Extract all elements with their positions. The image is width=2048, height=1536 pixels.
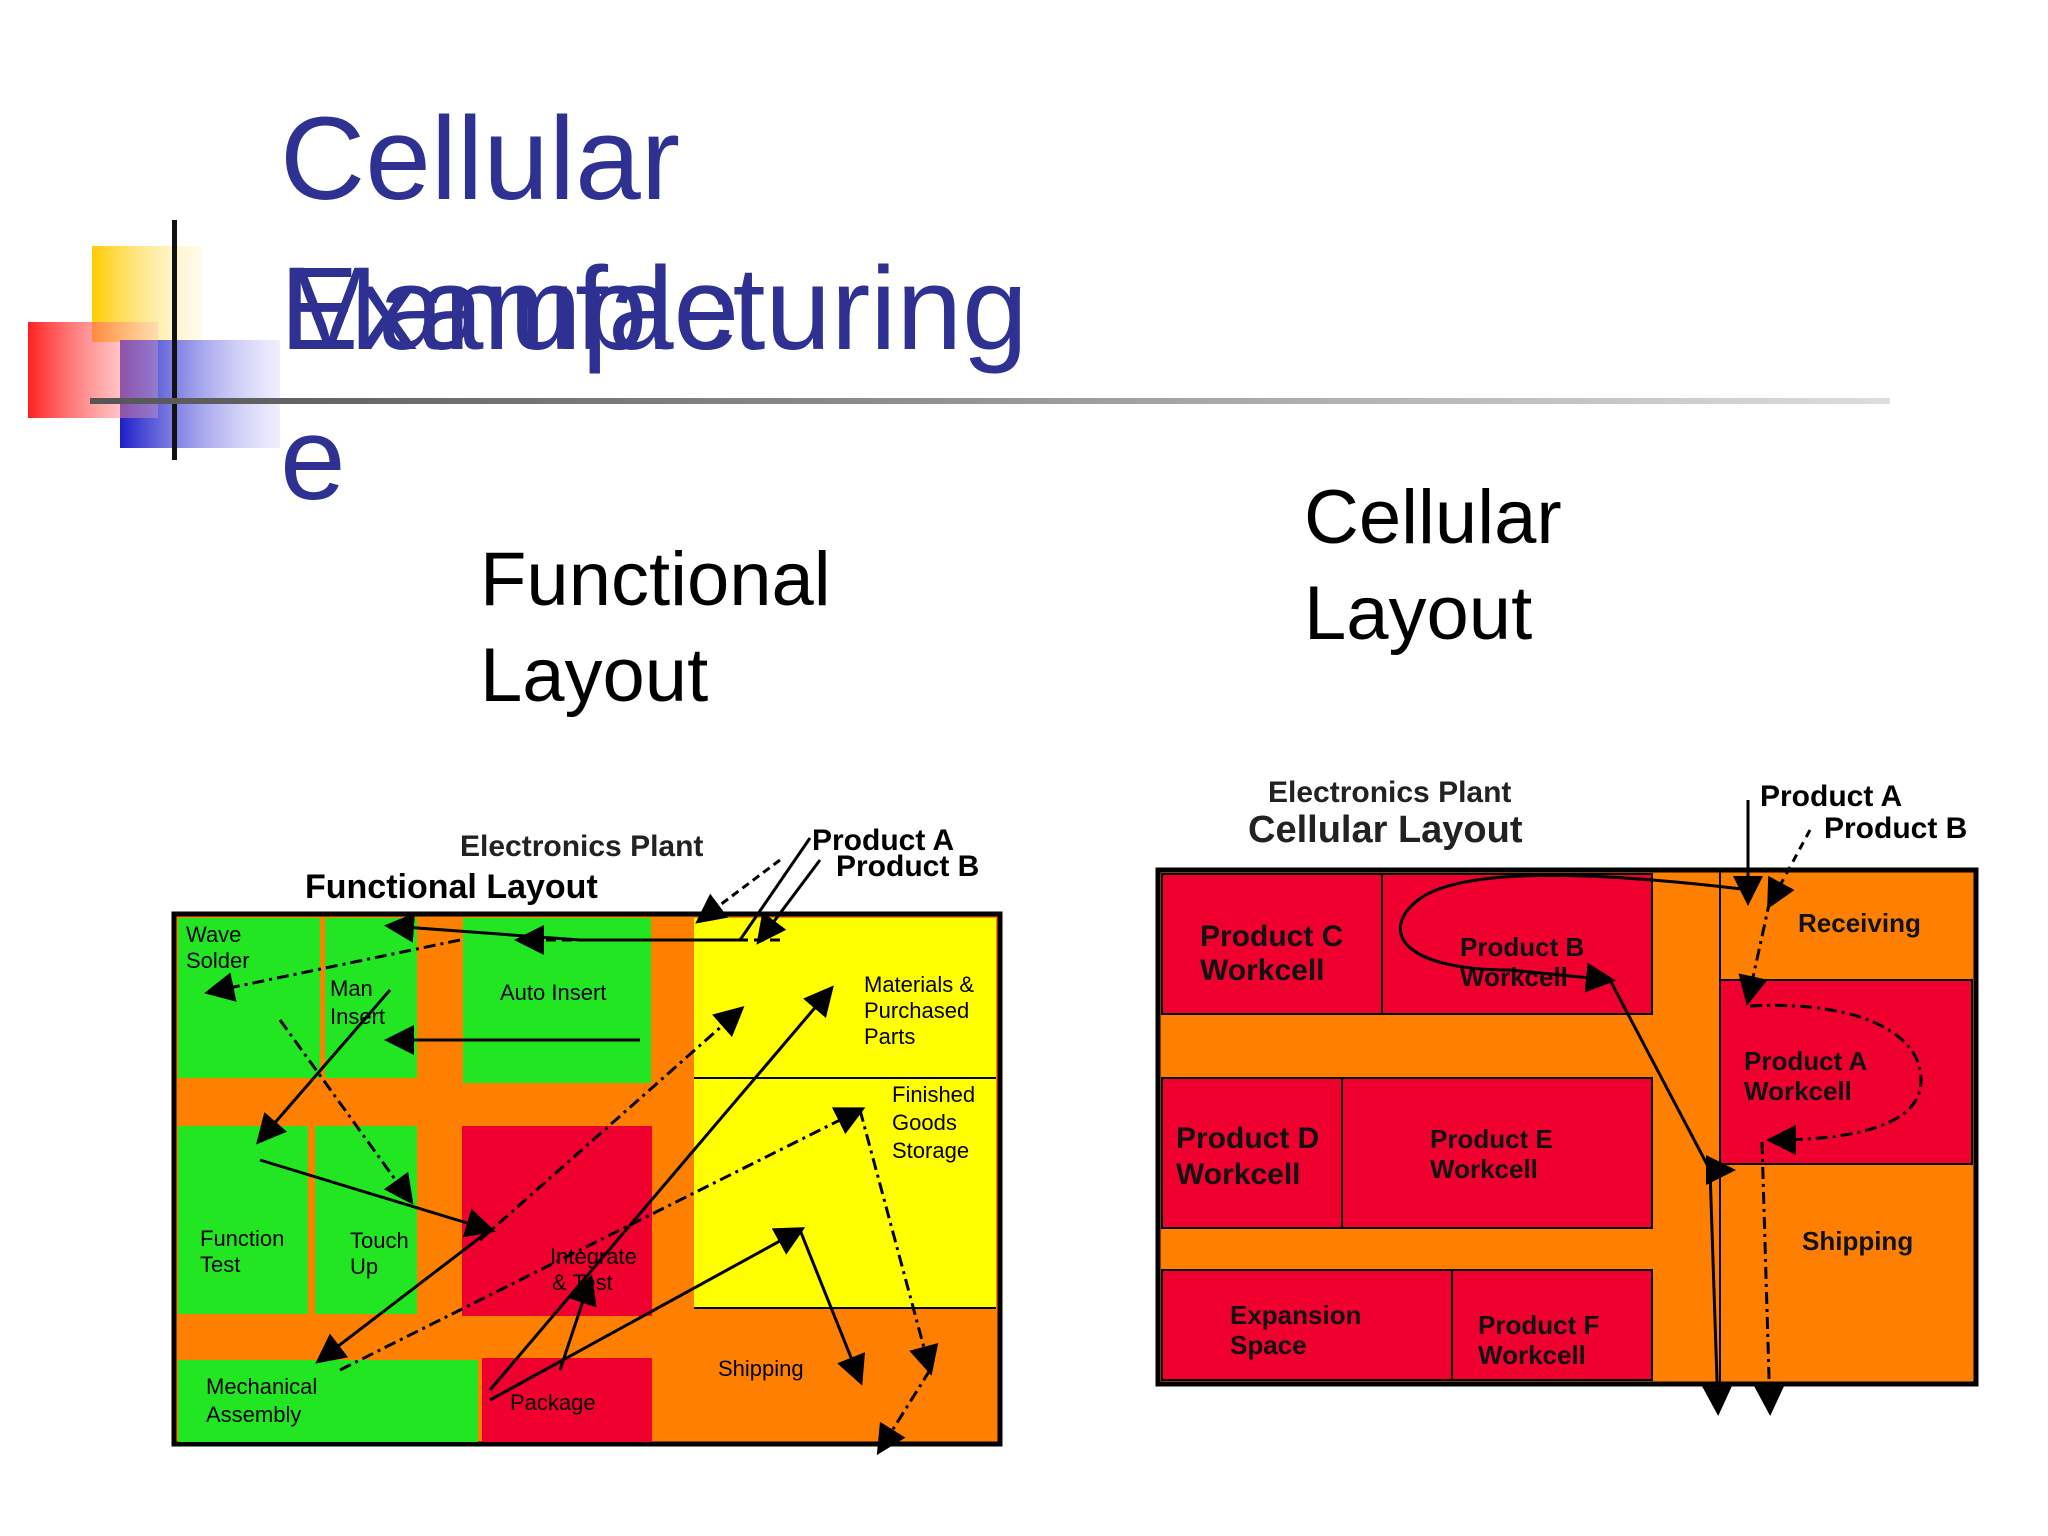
area-package: Package [510,1390,596,1415]
cell-product-f-1: Product F [1478,1310,1599,1340]
functional-plant-label: Electronics Plant [460,830,703,863]
area-finished-1: Finished [892,1082,975,1107]
slide-title-line1: Cellular [280,93,681,225]
area-materials-1: Materials & [864,972,974,997]
cellular-plant-label: Electronics Plant [1268,776,1511,809]
functional-layout-label: Functional Layout [305,868,598,906]
cellular-layout-diagram: Electronics Plant Cellular Layout Produc… [1150,770,1990,1460]
subtitle-functional-line1: Functional [480,537,831,622]
cell-product-b-1: Product B [1460,932,1584,962]
functional-layout-diagram: Electronics Plant Functional Layout Prod… [160,810,1020,1460]
subtitle-cellular: Cellular Layout [1304,470,1562,662]
area-mech-1: Mechanical [206,1374,317,1399]
cellular-flow-arrows [1399,800,1923,1416]
area-materials-3: Parts [864,1024,915,1049]
cellular-legend-product-b: Product B [1824,812,1967,845]
functional-legend-product-b: Product B [836,850,979,883]
cell-product-e-1: Product E [1430,1124,1553,1154]
area-finished-2: Goods [892,1110,957,1135]
cell-expansion-2: Space [1230,1330,1307,1360]
area-man-insert-1: Man [330,976,373,1001]
subtitle-cellular-line2: Layout [1304,571,1533,656]
cell-product-a-1: Product A [1744,1046,1867,1076]
cell-product-d-1: Product D [1176,1122,1319,1155]
area-auto-insert: Auto Insert [500,980,606,1005]
area-mech-2: Assembly [206,1402,301,1427]
slide-title-line3: e [280,393,346,525]
cell-product-b-2: Workcell [1460,962,1568,992]
cell-shipping: Shipping [1802,1226,1913,1256]
title-rule [90,398,1890,404]
cell-product-c-1: Product C [1200,920,1343,953]
cellular-legend-product-a: Product A [1760,780,1902,813]
cell-expansion-1: Expansion [1230,1300,1361,1330]
cellular-layout-label: Cellular Layout [1248,809,1523,851]
cell-product-e-2: Workcell [1430,1154,1538,1184]
slide-title-line2a: Manufacturing [280,243,1028,375]
cell-receiving: Receiving [1798,908,1921,938]
area-touch-up-2: Up [350,1254,378,1279]
area-function-test-1: Function [200,1226,284,1251]
area-materials-2: Purchased [864,998,969,1023]
functional-legend-product-a: Product A [812,824,954,857]
subtitle-functional-line2: Layout [480,633,709,718]
cell-product-d-2: Workcell [1176,1158,1301,1191]
area-finished-3: Storage [892,1138,969,1163]
cell-product-f-2: Workcell [1478,1340,1586,1370]
area-wave-solder-2: Solder [186,948,250,973]
cell-product-a-2: Workcell [1744,1076,1852,1106]
area-function-test-2: Test [200,1252,240,1277]
area-integrate-1: Integrate [550,1244,637,1269]
cell-product-c-2: Workcell [1200,954,1325,987]
corner-decoration [0,0,300,470]
subtitle-cellular-line1: Cellular [1304,475,1562,560]
area-shipping: Shipping [718,1356,804,1381]
area-wave-solder-1: Wave [186,922,241,947]
functional-flow-arrows [204,837,939,1456]
subtitle-functional: Functional Layout [480,532,831,724]
area-touch-up-1: Touch [350,1228,409,1253]
slide-title-line2b: Example [280,243,740,375]
